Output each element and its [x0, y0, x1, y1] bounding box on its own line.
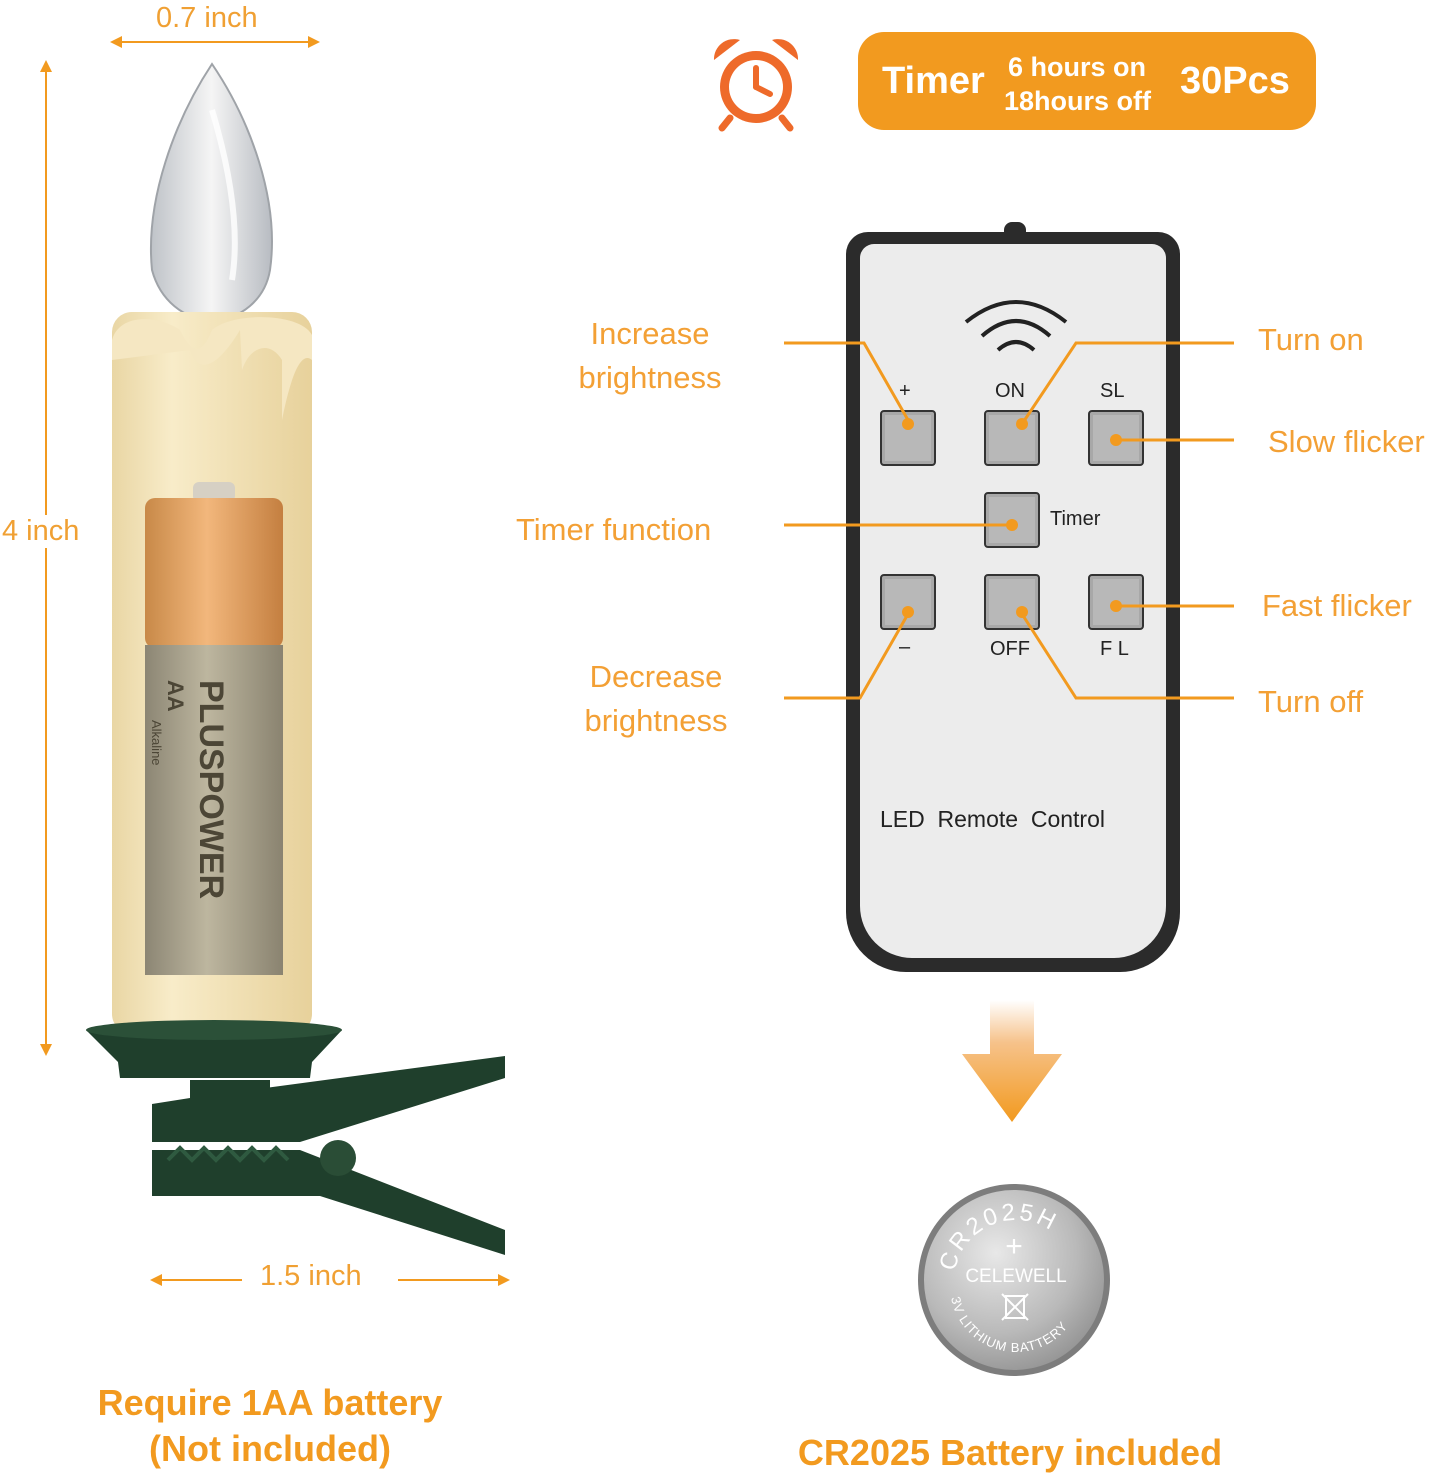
- double-arrow-icon: [110, 36, 320, 48]
- aa-battery-cap: [193, 482, 235, 502]
- fast-flicker-button[interactable]: [1088, 574, 1144, 630]
- slow-flicker-button[interactable]: [1088, 410, 1144, 466]
- dimension-height-label: 4 inch: [2, 515, 80, 548]
- timer-badge-off: 18hours off: [1004, 86, 1152, 116]
- plus-button-label: +: [899, 380, 911, 402]
- candle-illustration: PLUSPOWER AA Alkaline: [0, 0, 560, 1300]
- clip-upper-jaw: [152, 1056, 505, 1142]
- remote-ir-bump: [1004, 222, 1026, 236]
- callout-increase-line2: brightness: [578, 360, 722, 395]
- aa-type-text: Alkaline: [149, 720, 164, 766]
- dimension-clip-width-label: 1.5 inch: [260, 1260, 362, 1292]
- timer-button[interactable]: [984, 492, 1040, 548]
- coin-cell-battery: CR2025H + CELEWELL 3V LITHIUM BATTERY: [916, 1182, 1112, 1378]
- sl-button-label: SL: [1100, 380, 1125, 402]
- candle-holder-cup: [86, 1030, 342, 1078]
- timer-badge-on: 6 hours on: [1008, 52, 1147, 82]
- coin-brand-text: CELEWELL: [965, 1266, 1066, 1287]
- aa-size-text: AA: [163, 680, 188, 712]
- fl-button-label: F L: [1100, 638, 1129, 660]
- aa-battery-grey: [145, 645, 283, 975]
- dimension-clip-width: 1.5 inch: [150, 1260, 510, 1300]
- dimension-height: 4 inch: [0, 60, 110, 1060]
- callout-turn-on: Turn on: [1258, 322, 1364, 357]
- remote-footer-label: LED Remote Control: [880, 806, 1105, 832]
- callout-decrease-line1: Decrease: [589, 659, 723, 694]
- callout-increase-line1: Increase: [590, 316, 710, 351]
- aa-caption-line1: Require 1AA battery: [97, 1382, 443, 1423]
- callout-decrease-brightness: Decrease brightness: [566, 655, 746, 743]
- timer-badge-title: Timer: [882, 60, 985, 102]
- on-button-label: ON: [995, 380, 1025, 402]
- turn-on-button[interactable]: [984, 410, 1040, 466]
- coin-cell-caption: CR2025 Battery included: [797, 1432, 1223, 1473]
- vertical-arrow-icon: [40, 60, 52, 1056]
- callout-slow-flicker: Slow flicker: [1268, 424, 1425, 459]
- recycle-bin-crossed-icon: [1001, 1293, 1029, 1321]
- wireless-signal-icon: [964, 300, 1068, 352]
- aa-battery-copper: [145, 498, 283, 648]
- callout-fast-flicker: Fast flicker: [1262, 588, 1412, 623]
- double-arrow-icon: [150, 1274, 510, 1286]
- clip-lower-jaw: [152, 1150, 505, 1255]
- aa-caption-line2: (Not included): [149, 1428, 391, 1469]
- flame-bulb: [150, 62, 273, 322]
- callout-timer-function: Timer function: [516, 512, 712, 547]
- dimension-top-width-label: 0.7 inch: [156, 2, 258, 34]
- timer-badge-quantity: 30Pcs: [1180, 60, 1290, 102]
- timer-button-label: Timer: [1050, 508, 1101, 530]
- callout-increase-brightness: Increase brightness: [560, 312, 740, 400]
- callout-decrease-line2: brightness: [584, 703, 728, 738]
- candle-svg: PLUSPOWER AA Alkaline: [86, 62, 505, 1255]
- off-button-label: OFF: [990, 638, 1030, 660]
- timer-badge: Timer 6 hours on 18hours off 30Pcs: [858, 32, 1316, 130]
- callout-turn-off: Turn off: [1258, 684, 1364, 719]
- aa-battery-caption: Require 1AA battery (Not included): [40, 1380, 500, 1472]
- down-arrow-icon: [960, 1000, 1064, 1126]
- increase-brightness-button[interactable]: [880, 410, 936, 466]
- coin-plus-text: +: [1005, 1230, 1023, 1263]
- dimension-top-width: 0.7 inch: [110, 2, 320, 52]
- decrease-brightness-button[interactable]: [880, 574, 936, 630]
- aa-brand-text: PLUSPOWER: [192, 680, 230, 899]
- minus-button-label: –: [899, 636, 911, 658]
- alarm-clock-icon: [706, 32, 806, 132]
- turn-off-button[interactable]: [984, 574, 1040, 630]
